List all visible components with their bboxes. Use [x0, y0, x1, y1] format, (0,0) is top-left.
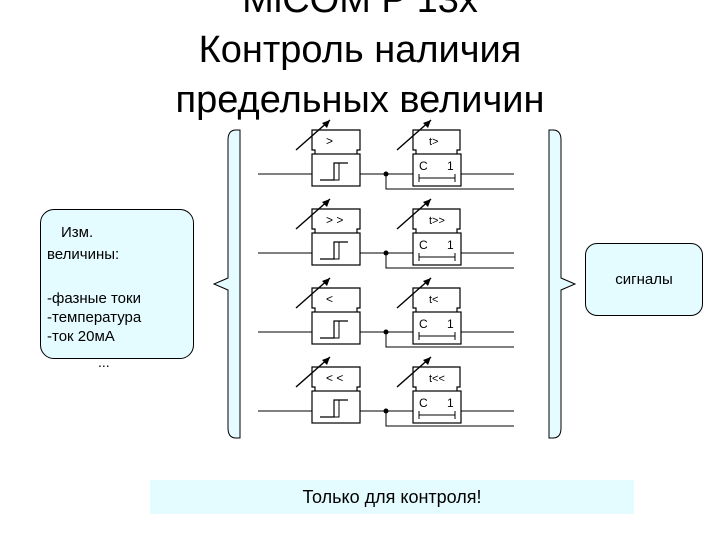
stage-4-timer-one-label: 1 — [447, 396, 454, 410]
stage-4-timer-c-label: C — [419, 396, 428, 410]
stage-2-timer-c-label: C — [419, 238, 428, 252]
stage-2-hysteresis-loop — [334, 242, 340, 260]
stage-4-hysteresis-loop — [334, 400, 340, 418]
stage-3-junction-dot — [383, 329, 389, 335]
stage-1-timer-box — [412, 153, 462, 187]
stage-1-comparator-setting — [311, 129, 361, 157]
stage-3-timer-one-label: 1 — [447, 317, 454, 331]
stage-2-junction-dot — [383, 250, 389, 256]
stage-1-junction-dot — [383, 171, 389, 177]
stage-2-timer-arrowhead — [423, 199, 431, 207]
note-banner: Только для контроля! — [150, 480, 634, 514]
stage-3-timer-symbol: t< — [429, 294, 438, 306]
stage-4-timer-symbol: t<< — [429, 373, 445, 385]
inputs-heading-1: Изм. — [61, 224, 94, 241]
stage-3-timer-box — [412, 311, 462, 345]
stage-1-timer-symbol: t> — [429, 136, 438, 148]
stage-4-comparator-box — [311, 390, 361, 424]
note-text: Только для контроля! — [302, 486, 482, 507]
stage-4-setting-arrowhead — [322, 357, 330, 365]
page-title-line-2: Контроль наличия — [198, 29, 522, 71]
stage-2-timer-one-label: 1 — [447, 238, 454, 252]
stage-3-hysteresis-curve — [320, 320, 348, 339]
signals-label: сигналы — [615, 271, 673, 288]
stage-4-timer-arrowhead — [423, 357, 431, 365]
stage-2-timer-box — [412, 232, 462, 266]
inputs-item-2: -температура — [47, 309, 142, 326]
stage-3-comparator-setting — [311, 287, 361, 315]
stage-2-comparator-box — [311, 232, 361, 266]
stage-2-output-line — [385, 253, 514, 269]
signals-box: сигналы — [585, 243, 703, 316]
stage-1-timer-arrowhead — [423, 120, 431, 128]
stage-1-timer-one-label: 1 — [447, 159, 454, 173]
inputs-ellipsis: ... — [98, 354, 110, 370]
stage-1-output-line — [385, 174, 514, 190]
stage-4-comparator-symbol: < < — [326, 371, 343, 385]
stage-1-timer-c-label: C — [419, 159, 428, 173]
stage-4-output-line — [385, 411, 514, 427]
stage-1-comparator-box — [311, 153, 361, 187]
stage-3-setting-arrowhead — [322, 278, 330, 286]
stage-2-comparator-symbol: > > — [326, 213, 343, 227]
stage-1-comparator-symbol: > — [326, 134, 333, 148]
stage-4-hysteresis-curve — [320, 399, 348, 418]
page-title-line-1: MiCOM P 13x — [242, 0, 478, 21]
measured-values-box: Изм. величины: -фазные токи -температура… — [40, 209, 194, 359]
stage-2-hysteresis-curve — [320, 241, 348, 260]
stage-3-timer-c-label: C — [419, 317, 428, 331]
stage-1-setting-arrowhead — [322, 120, 330, 128]
stage-2-timer-symbol: t>> — [429, 215, 445, 227]
right-bracket — [548, 129, 577, 439]
stage-1-hysteresis-loop — [334, 163, 340, 181]
stage-4-timer-box — [412, 390, 462, 424]
stage-3-timer-arrowhead — [423, 278, 431, 286]
stage-2-setting-arrowhead — [322, 199, 330, 207]
stage-3-comparator-box — [311, 311, 361, 345]
stage-4-junction-dot — [383, 408, 389, 414]
stage-3-hysteresis-loop — [334, 321, 340, 339]
inputs-heading-2: величины: — [47, 246, 120, 263]
stage-3-output-line — [385, 332, 514, 348]
stage-1-hysteresis-curve — [320, 162, 348, 181]
stage-3-comparator-symbol: < — [326, 292, 333, 306]
left-bracket — [212, 129, 241, 439]
inputs-item-1: -фазные токи — [47, 290, 141, 307]
page-title-line-3: предельных величин — [175, 79, 545, 121]
inputs-item-3: -ток 20мА — [47, 328, 115, 345]
